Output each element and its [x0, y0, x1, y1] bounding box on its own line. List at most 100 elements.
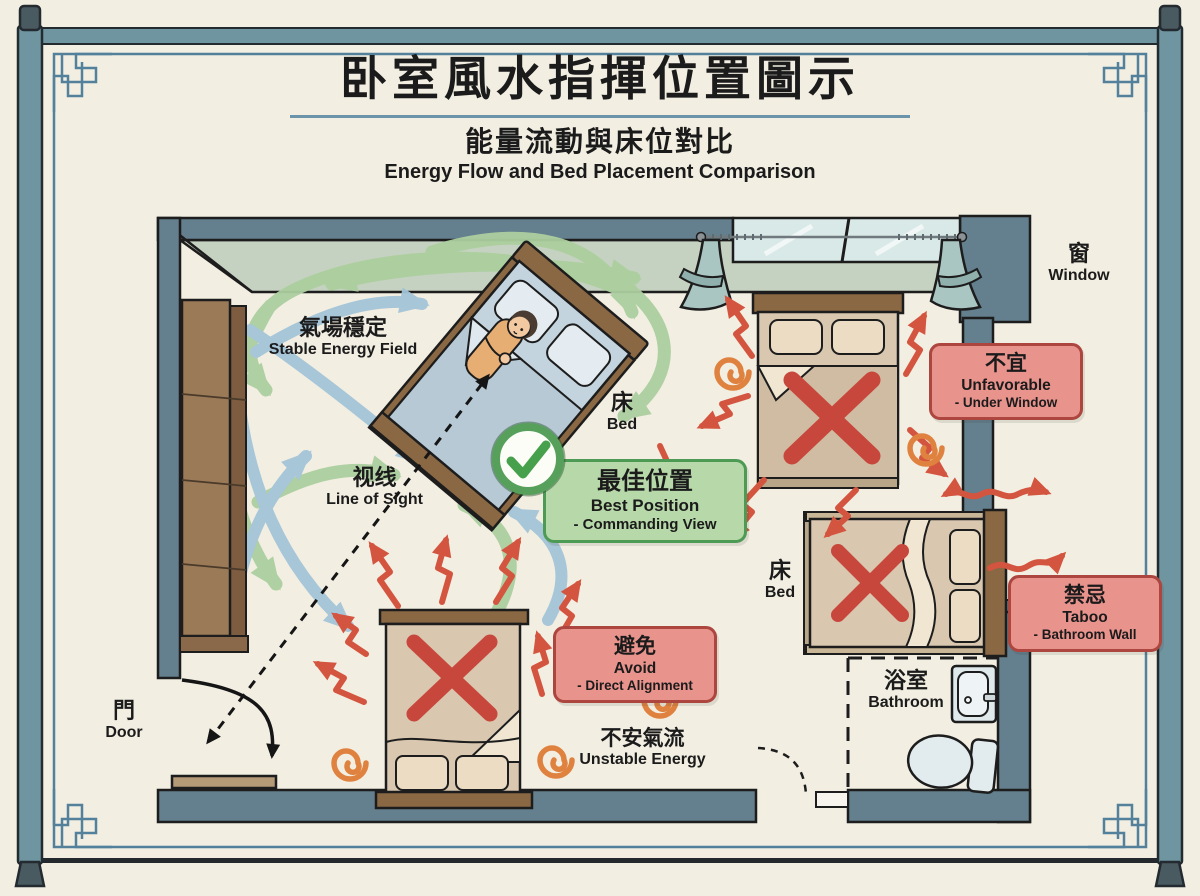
- red-zigzag-arrow: [431, 534, 453, 605]
- wardrobe-front: [180, 298, 232, 638]
- subtitle-zh: 能量流動與床位對比: [464, 125, 735, 157]
- badge-unfavorable-en: Unfavorable: [961, 376, 1051, 394]
- label-door-zh: 門: [112, 698, 135, 723]
- subtitle-en: Energy Flow and Bed Placement Comparison: [384, 161, 816, 184]
- curtain-left-tieback: [678, 267, 725, 288]
- blue-arrow: [506, 506, 568, 626]
- scroll-rod-left-cap: [18, 4, 42, 32]
- badge-best-position-en: Best Position: [590, 496, 700, 516]
- label-bed-commanding-en: Bed: [606, 415, 638, 433]
- badge-avoid-zh: 避免: [614, 635, 656, 658]
- bathroom-door-swing-arc: [757, 746, 808, 795]
- label-bathroom-zh: 浴室: [883, 668, 928, 693]
- bed3-headboard: [374, 790, 534, 810]
- scroll-rod-right-cap: [1158, 4, 1182, 32]
- green-arrow: [591, 263, 671, 423]
- badge-taboo-zh: 禁忌: [1064, 584, 1106, 607]
- person-hand: [498, 352, 512, 366]
- scroll-rod-right-foot: [1154, 860, 1186, 888]
- toilet-icon: [906, 734, 1000, 794]
- red-zigzag-arrow: [903, 310, 927, 377]
- bed3-pillow: [455, 755, 509, 791]
- badge-avoid-note: - Direct Alignment: [577, 678, 693, 694]
- bed2-headboard: [982, 508, 1008, 658]
- fret-corner-br: [1086, 787, 1148, 849]
- badge-taboo: 禁忌 Taboo - Bathroom Wall: [1008, 575, 1162, 652]
- bed3-pillow: [395, 755, 449, 791]
- label-bed-bathroom-en: Bed: [764, 583, 796, 601]
- label-bathroom: 浴室 Bathroom: [842, 668, 970, 712]
- badge-unfavorable-note: - Under Window: [954, 395, 1058, 411]
- label-line-of-sight-zh: 视线: [352, 465, 397, 490]
- bathroom-area: [757, 656, 1000, 808]
- badge-unfavorable-zh: 不宜: [985, 352, 1027, 375]
- cross-icon: [783, 371, 881, 465]
- title-underline: [290, 114, 910, 118]
- label-bed-bathroom-zh: 床: [768, 558, 791, 583]
- label-window: 窗 Window: [1024, 241, 1134, 285]
- red-zigzag-arrow: [312, 661, 367, 705]
- glass-streak: [763, 223, 814, 257]
- person-hair-front: [510, 312, 534, 334]
- red-zigzag-arrow: [696, 393, 751, 429]
- bed3-footboard: [378, 608, 530, 626]
- page-title: 卧室風水指揮位置圖示: [340, 52, 860, 107]
- sink-icon: [950, 664, 998, 724]
- door-leaf: [170, 774, 278, 790]
- window-mullion: [840, 217, 851, 263]
- badge-taboo-note: - Bathroom Wall: [1033, 627, 1137, 643]
- label-line-of-sight-en: Line of Sight: [326, 490, 423, 508]
- check-circle-icon: [489, 420, 567, 498]
- label-stable-energy: 氣場穩定 Stable Energy Field: [228, 315, 458, 359]
- top-wall: [156, 216, 735, 242]
- label-window-en: Window: [1048, 266, 1110, 284]
- scroll-rod-left-foot: [14, 860, 46, 888]
- badge-taboo-en: Taboo: [1062, 608, 1108, 626]
- door-swing-arc: [181, 678, 281, 759]
- scroll-bottom-edge: [40, 858, 1160, 863]
- label-window-zh: 窗: [1067, 241, 1090, 266]
- badge-best-position: 最佳位置 Best Position - Commanding View: [543, 459, 747, 544]
- badge-best-position-zh: 最佳位置: [597, 468, 693, 495]
- label-line-of-sight: 视线 Line of Sight: [282, 465, 467, 509]
- badge-avoid-en: Avoid: [613, 659, 657, 677]
- bed-bathroom-wall: [803, 508, 1008, 658]
- inner-border: [52, 52, 1148, 849]
- red-zigzag-arrow: [531, 630, 553, 697]
- bed2-blanket-fold: [901, 518, 937, 648]
- red-zigzag-arrow: [493, 536, 522, 605]
- red-zigzag-arrow: [368, 541, 401, 609]
- label-bathroom-en: Bathroom: [868, 693, 944, 711]
- label-bed-commanding-zh: 床: [610, 390, 633, 415]
- bed-under-window: [751, 291, 905, 489]
- red-wavy-arrow: [940, 477, 1052, 500]
- bed1-pillow: [769, 319, 823, 355]
- scroll-frame: [14, 4, 1186, 888]
- label-stable-energy-en: Stable Energy Field: [268, 340, 418, 358]
- bottom-wall-right: [846, 788, 1032, 824]
- cross-icon: [831, 544, 909, 622]
- bed2-pillow: [949, 529, 981, 585]
- bed-door-aligned: [374, 608, 534, 810]
- energy-spiral: [334, 751, 366, 779]
- wardrobe-base: [179, 635, 249, 653]
- label-unstable-energy: 不安氣流 Unstable Energy: [560, 727, 725, 768]
- bathroom-door-leaf: [815, 791, 849, 808]
- energy-spiral: [717, 360, 749, 388]
- bed1-pillow: [831, 319, 885, 355]
- curtain-right-tieback: [936, 267, 983, 288]
- label-stable-energy-zh: 氣場穩定: [298, 315, 387, 340]
- label-unstable-energy-zh: 不安氣流: [600, 727, 685, 750]
- header: 卧室風水指揮位置圖示 能量流動與床位對比 Energy Flow and Bed…: [0, 54, 1200, 183]
- blue-arrow: [232, 386, 354, 632]
- label-bed-bathroom: 床 Bed: [736, 558, 824, 602]
- bed2-pillow: [949, 589, 981, 643]
- goodbed-pillow: [546, 323, 612, 387]
- line-of-sight-dashed: [206, 373, 490, 745]
- red-zigzag-arrow: [823, 487, 859, 539]
- scroll-top-bar: [39, 27, 1161, 45]
- label-unstable-energy-en: Unstable Energy: [579, 750, 706, 768]
- red-wavy-arrow: [987, 551, 1067, 575]
